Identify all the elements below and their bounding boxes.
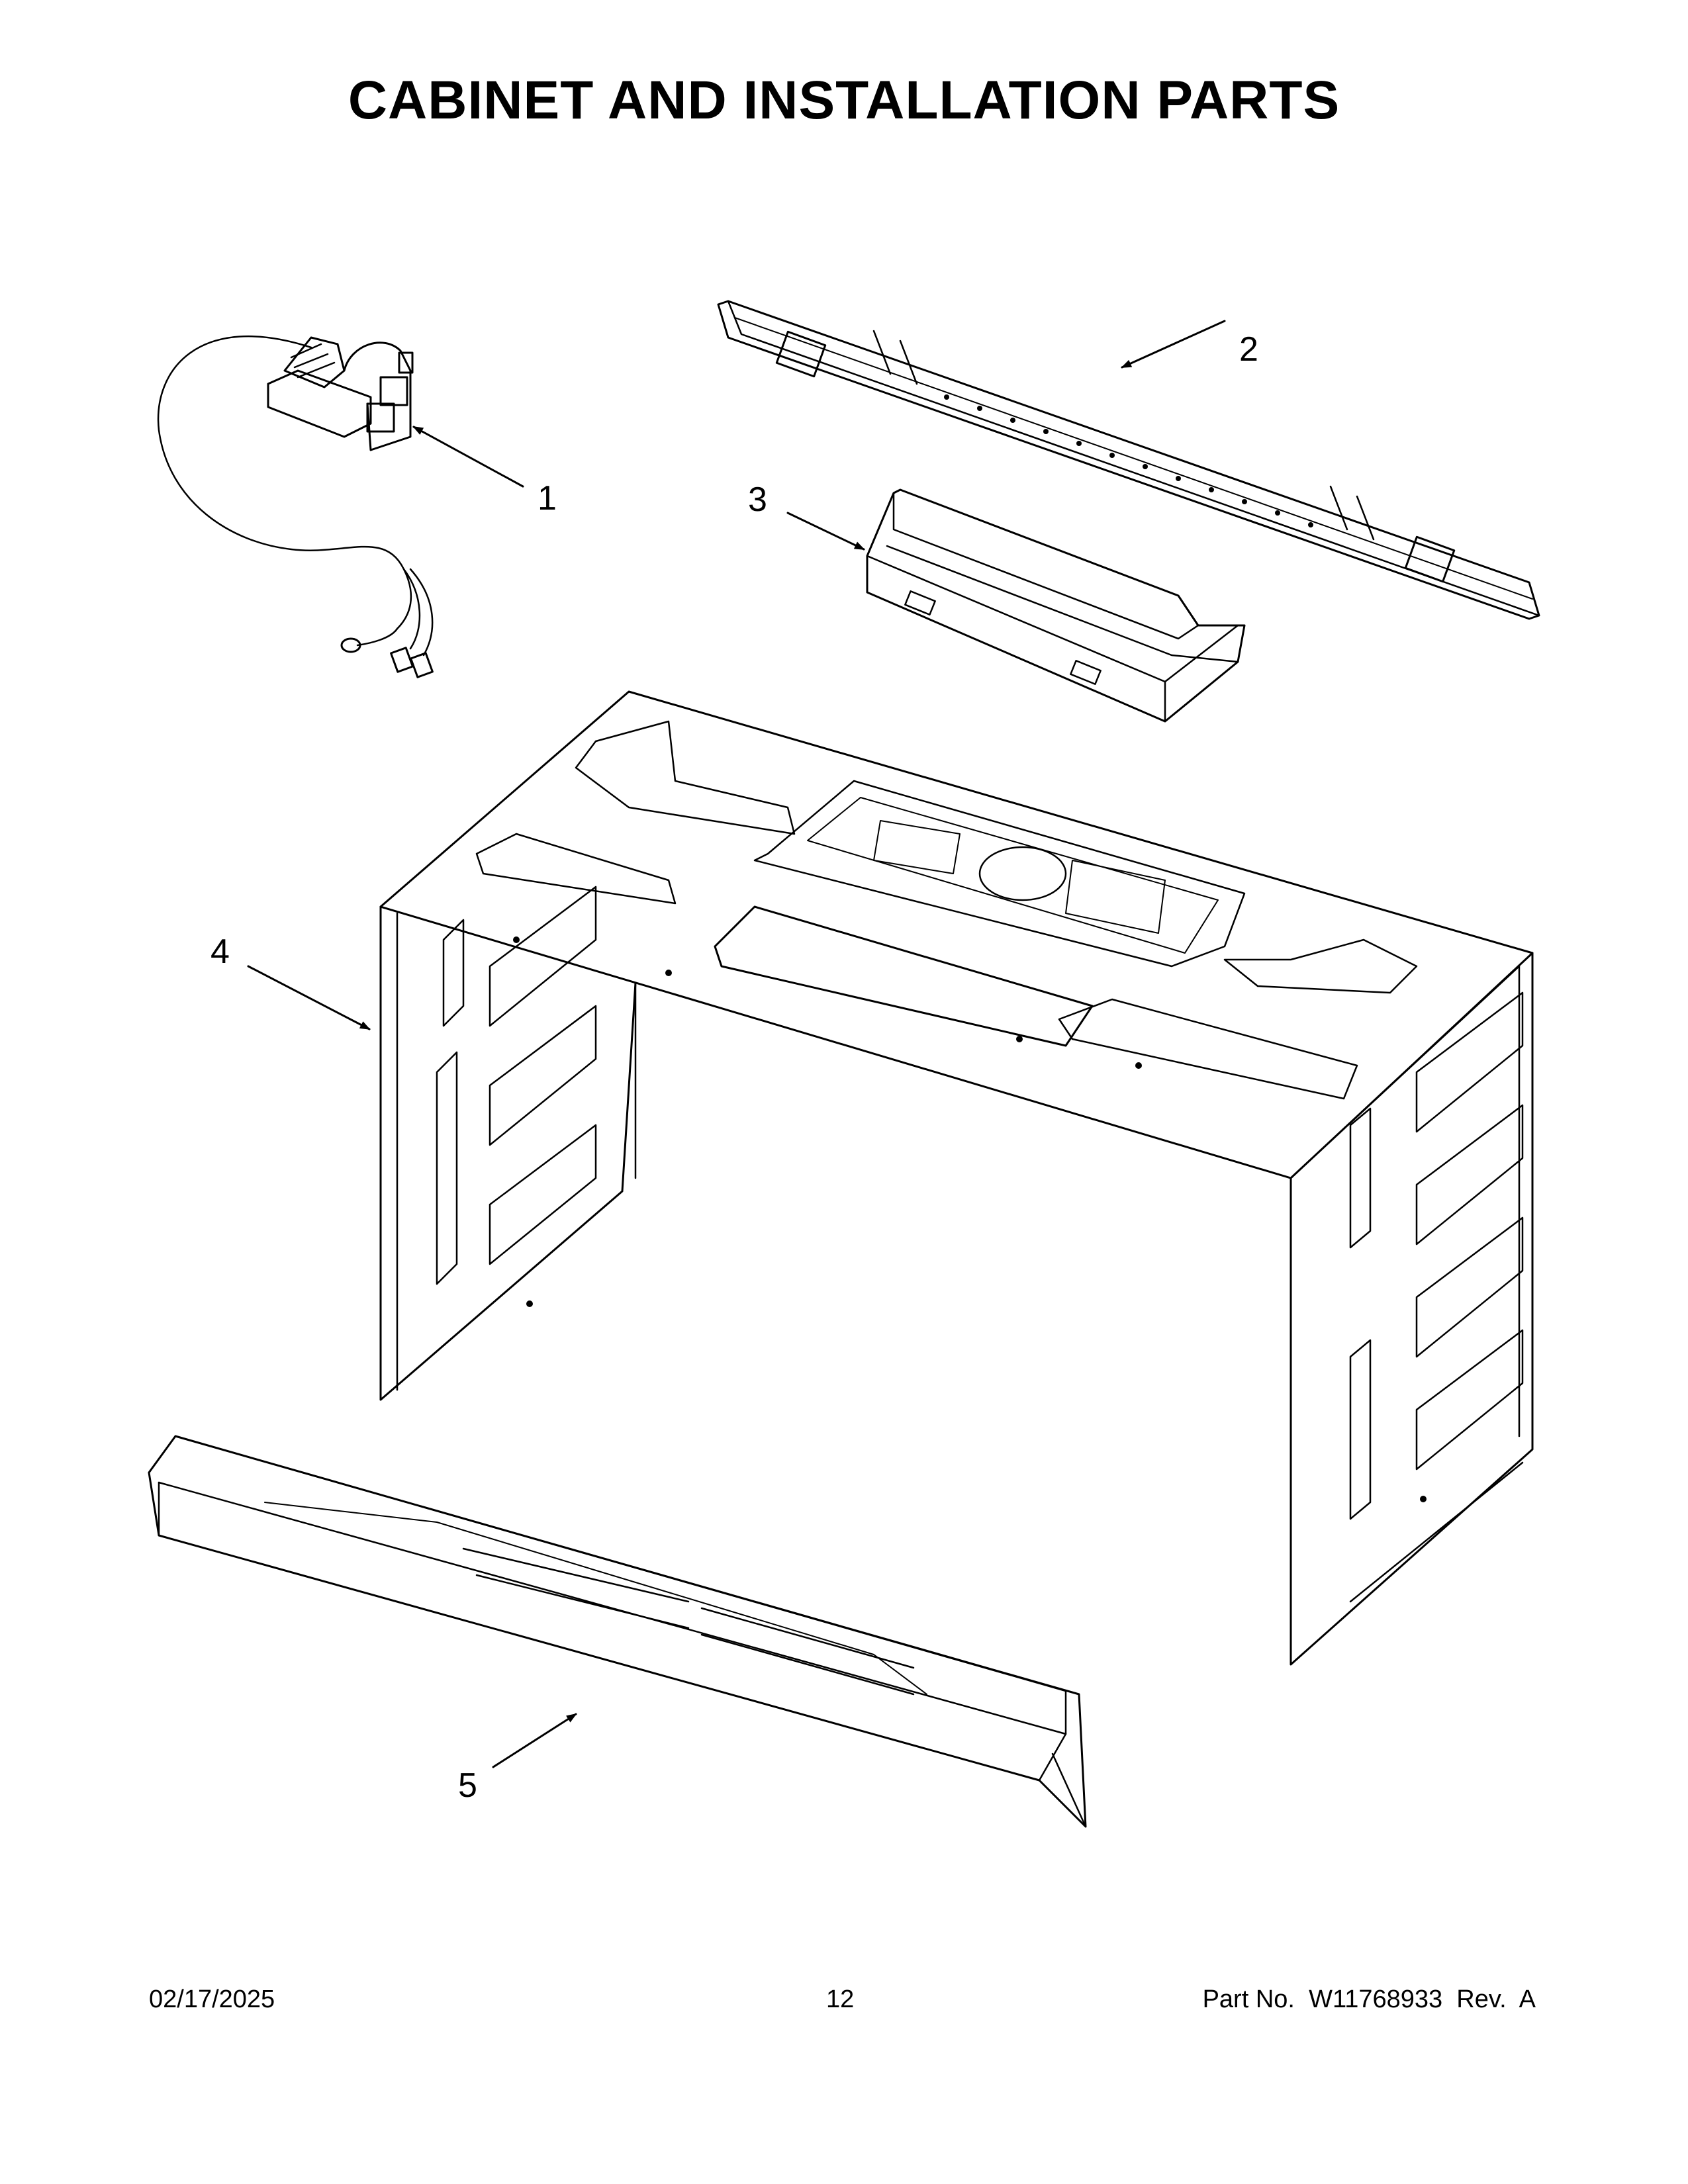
footer-date: 02/17/2025 — [149, 1985, 275, 2013]
callout-leaders — [247, 320, 1226, 1768]
cabinet-wrapper-part — [379, 690, 1534, 1666]
footer-page-number: 12 — [826, 1985, 855, 2013]
front-trim-part — [148, 1435, 1087, 1828]
footer-part-number: Part No. W11768933 Rev. A — [1202, 1985, 1536, 2013]
callout-5: 5 — [458, 1766, 477, 1805]
power-cord-part — [157, 335, 434, 678]
callout-2: 2 — [1239, 330, 1258, 369]
callout-1: 1 — [538, 479, 557, 518]
callout-3: 3 — [748, 480, 767, 519]
mounting-rail-part — [717, 300, 1540, 620]
page-title: CABINET AND INSTALLATION PARTS — [348, 70, 1340, 130]
callout-4: 4 — [211, 933, 230, 971]
damper-plate-part — [866, 488, 1246, 723]
callout-labels: 1 2 3 4 5 — [211, 330, 1258, 1805]
